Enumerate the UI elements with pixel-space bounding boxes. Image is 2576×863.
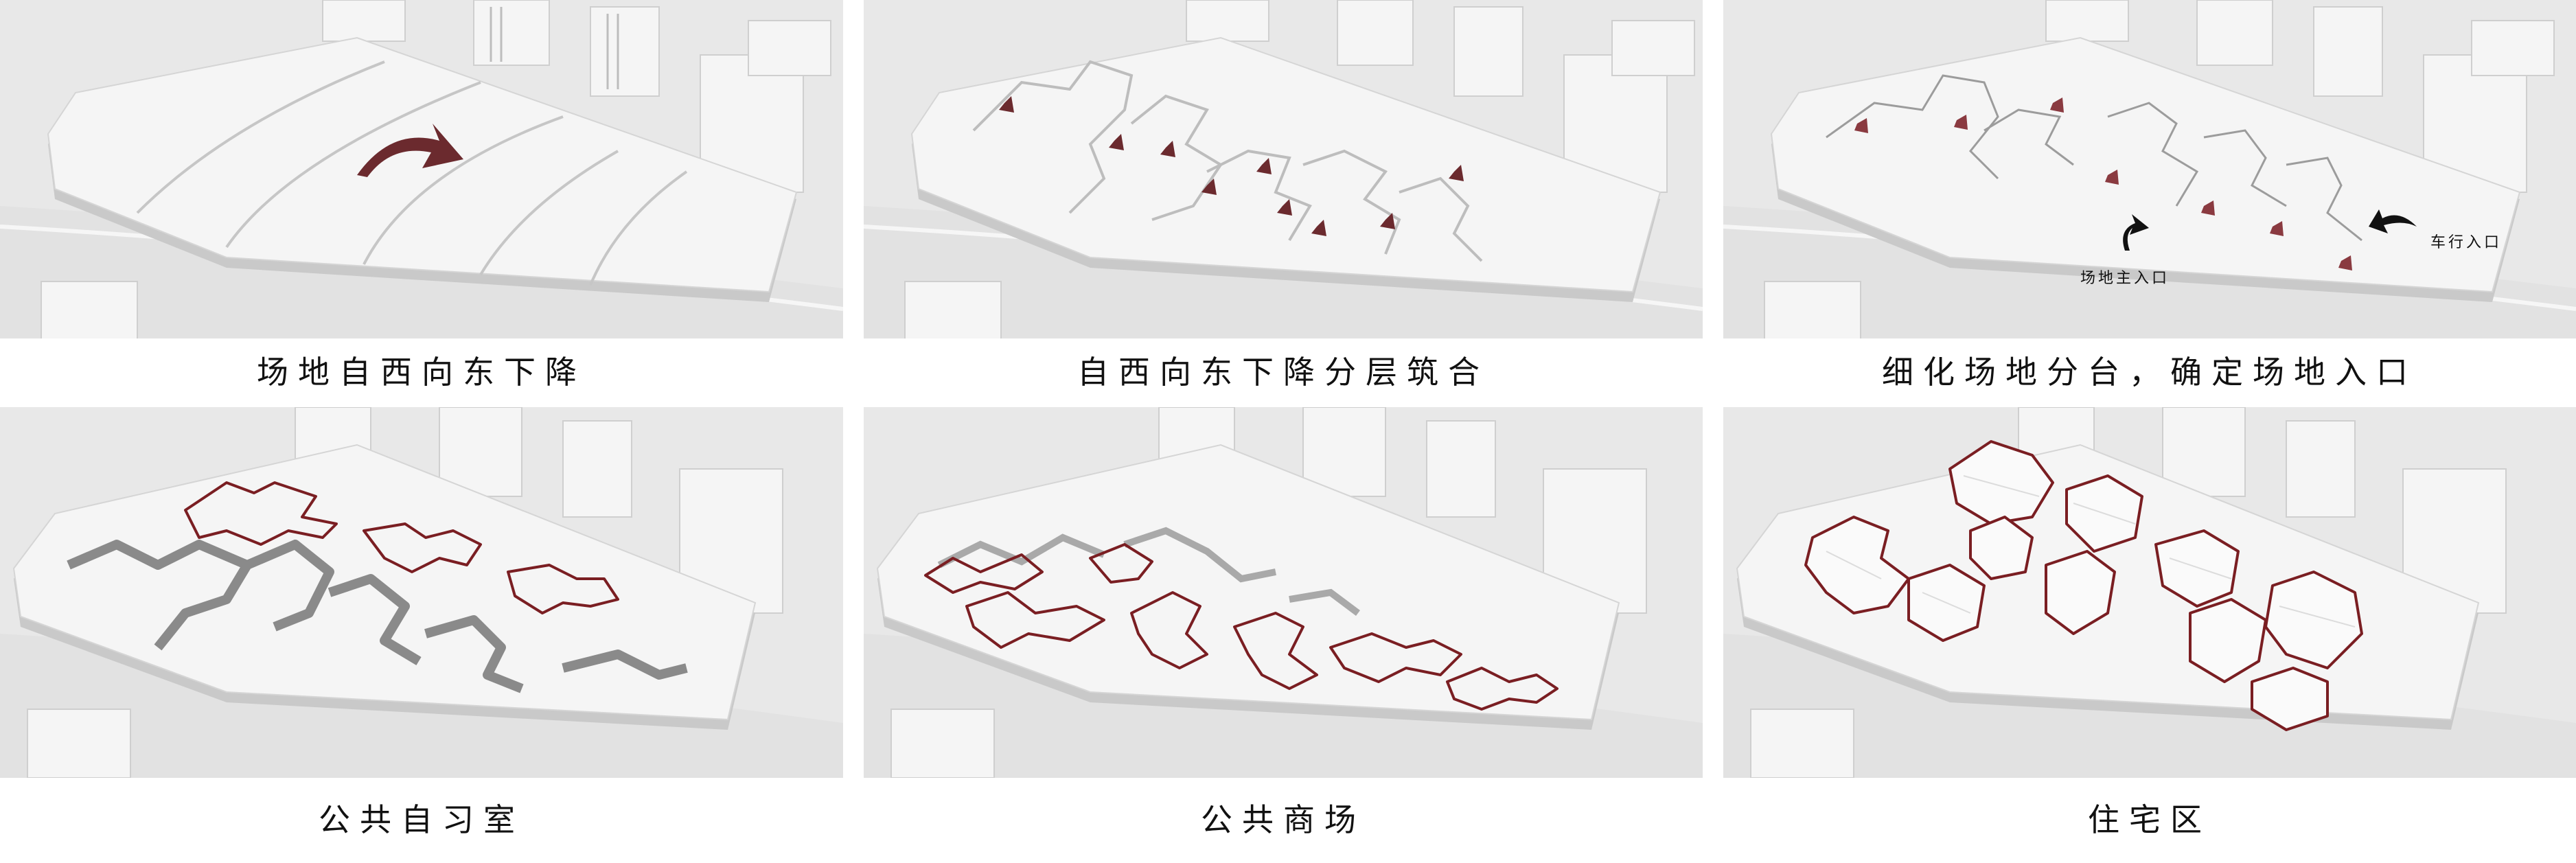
caption-3: 细化场地分台，确定场地入口	[1882, 354, 2417, 391]
residential-block	[2189, 598, 2267, 683]
panel-3: 场地主入口 车行入口	[1723, 0, 2576, 338]
residential-block	[2045, 550, 2116, 635]
panel-2-illustration	[864, 0, 1703, 338]
study-room-outline	[363, 522, 482, 573]
mall-outline	[1089, 543, 1153, 584]
panel-4-illustration	[0, 407, 843, 778]
residential-block	[2264, 571, 2363, 669]
residential-block	[2251, 667, 2329, 731]
panel-1	[0, 0, 843, 338]
panel-6-illustration	[1723, 407, 2576, 778]
panel-4	[0, 407, 843, 778]
study-room-outline	[507, 564, 619, 614]
residential-block	[1969, 516, 2034, 580]
caption-2: 自西向东下降分层筑合	[1077, 354, 1489, 391]
caption-5: 公共商场	[1201, 801, 1366, 838]
caption-1: 场地自西向东下降	[257, 354, 586, 391]
study-room-outline	[184, 481, 338, 546]
caption-4: 公共自习室	[319, 801, 525, 838]
residential-block	[1948, 440, 2054, 525]
residential-block	[2154, 529, 2240, 608]
descent-arrow	[357, 124, 463, 177]
panel-1-illustration	[0, 0, 843, 338]
panel-5	[864, 407, 1703, 778]
panel-5-illustration	[864, 407, 1703, 778]
mall-outline	[1329, 632, 1462, 683]
caption-6: 住宅区	[2088, 801, 2211, 838]
panel-6	[1723, 407, 2576, 778]
residential-block	[1804, 516, 1910, 614]
vehicle-entrance-arrow	[2369, 209, 2417, 233]
background-towers	[41, 0, 831, 338]
main-entrance-label: 场地主入口	[2080, 270, 2170, 287]
panel-2	[864, 0, 1703, 338]
panel-3-illustration: 场地主入口 车行入口	[1723, 0, 2576, 338]
vehicle-entrance-label: 车行入口	[2430, 234, 2502, 251]
mall-outline	[1446, 667, 1559, 711]
mall-outline	[924, 553, 1044, 594]
mall-outline	[1130, 591, 1208, 669]
main-entrance-arrow	[2123, 214, 2149, 251]
mall-outline	[965, 591, 1105, 649]
mall-outline	[1233, 612, 1318, 690]
